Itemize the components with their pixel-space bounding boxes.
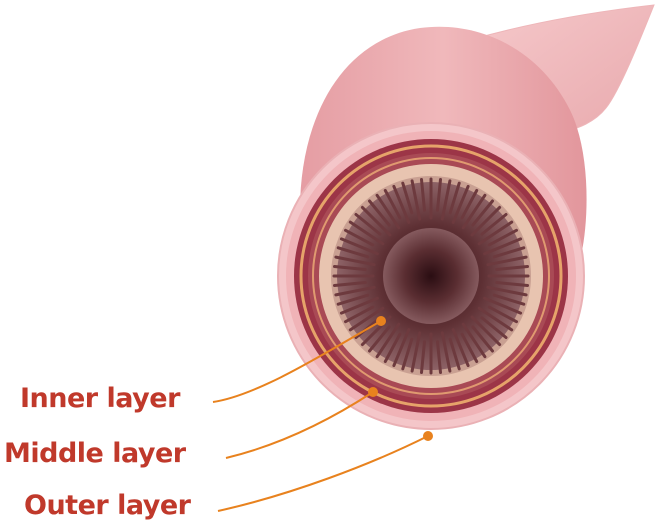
middle-layer-label: Middle layer bbox=[4, 440, 186, 467]
outer-layer-label: Outer layer bbox=[24, 492, 190, 519]
outer-layer-leader-line bbox=[218, 436, 428, 511]
inner-layer-label: Inner layer bbox=[20, 385, 180, 412]
